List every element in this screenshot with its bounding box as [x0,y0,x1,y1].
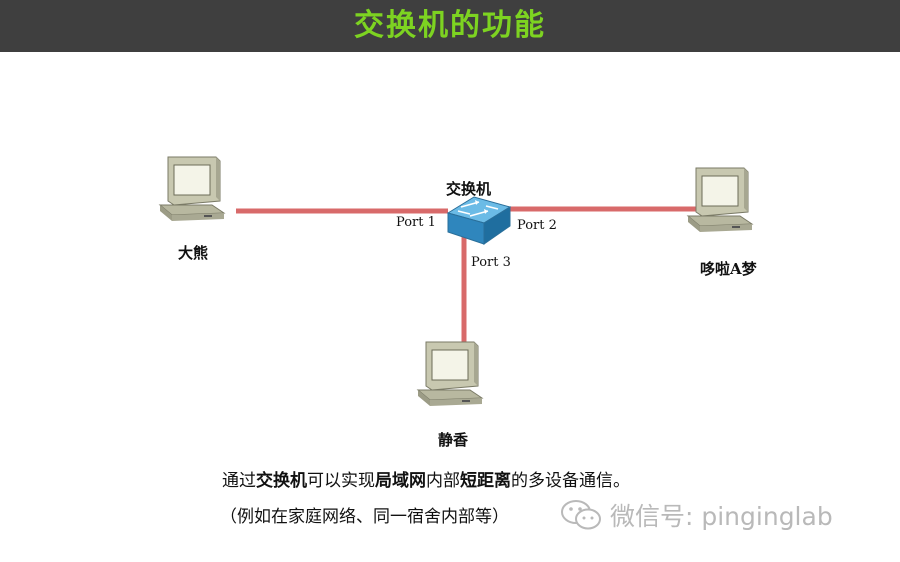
caption-text: 可以实现 [307,471,375,491]
switch-icon [446,196,512,245]
port-label: Port 3 [471,255,511,270]
caption-text: 通过 [222,471,256,491]
caption-line-2: （例如在家庭网络、同一宿舍内部等） [220,507,509,527]
computer-label: 哆啦A梦 [700,260,757,278]
caption-emphasis: 交换机 [256,471,307,491]
caption-text: 内部 [426,471,460,491]
computer-label: 静香 [438,431,469,449]
port-label: Port 1 [396,215,436,230]
computer-label: 大熊 [178,244,209,262]
title-bar [0,0,900,52]
caption-text: 的多设备通信。 [511,471,630,491]
computer-icon [159,156,225,222]
page-title: 交换机的功能 [354,8,546,43]
wechat-icon [561,500,601,530]
switch-label: 交换机 [446,180,492,198]
caption-line-1: 通过交换机可以实现局域网内部短距离的多设备通信。 [222,466,630,491]
port-label: Port 2 [517,218,557,233]
watermark: 微信号: pinginglab [560,498,833,532]
caption-emphasis: 局域网 [375,471,426,491]
caption-emphasis: 短距离 [460,471,511,491]
watermark-text: 微信号: pinginglab [610,502,833,531]
computer-icon [417,341,483,407]
computer-icon [687,167,753,233]
